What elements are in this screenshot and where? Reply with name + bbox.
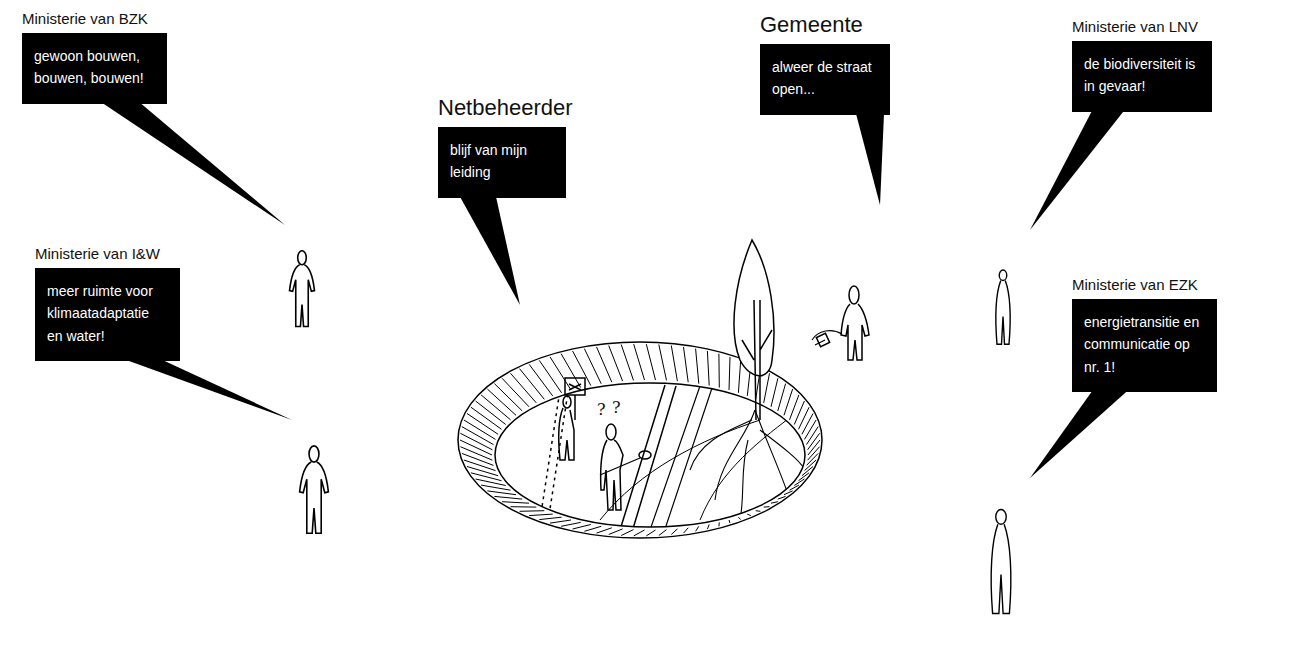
bubble-tail xyxy=(856,114,884,205)
actor-name: Ministerie van EZK xyxy=(1072,276,1257,293)
speech-bubble: Netbeheerder blijf van mijn leiding xyxy=(438,95,606,198)
actor-name: Netbeheerder xyxy=(438,95,606,121)
question-mark: ? xyxy=(612,398,621,417)
actor-name: Ministerie van LNV xyxy=(1072,18,1252,35)
speech-text: meer ruimte voor klimaatadaptatie en wat… xyxy=(35,268,180,361)
stick-figure xyxy=(991,510,1011,614)
bubble-tail xyxy=(1030,111,1124,230)
speech-bubble: Gemeente alweer de straat open... xyxy=(760,12,930,115)
actor-name: Ministerie van BZK xyxy=(22,10,207,27)
speech-bubble-tails xyxy=(102,103,1127,478)
bubble-tail xyxy=(1030,391,1127,478)
actor-name: Ministerie van I&W xyxy=(35,245,220,262)
stick-figure xyxy=(290,251,315,327)
speech-bubble: Ministerie van I&W meer ruimte voor klima… xyxy=(35,245,220,361)
stick-figure xyxy=(300,446,329,533)
speech-bubble: Ministerie van EZK energietransitie en co… xyxy=(1072,276,1257,392)
bubble-tail xyxy=(102,103,285,225)
speech-text: alweer de straat open... xyxy=(760,44,890,115)
speech-bubble: Ministerie van BZK gewoon bouwen, bouwen,… xyxy=(22,10,207,104)
speech-bubble: Ministerie van LNV de biodiversiteit is i… xyxy=(1072,18,1252,112)
excavation-pit xyxy=(458,240,869,538)
bubble-tail xyxy=(127,360,292,420)
actor-name: Gemeente xyxy=(760,12,930,38)
speech-text: energietransitie en communicatie op nr. … xyxy=(1072,299,1217,392)
question-mark: ? xyxy=(597,400,606,419)
speech-text: gewoon bouwen, bouwen, bouwen! xyxy=(22,33,167,104)
speech-text: de biodiversiteit is in gevaar! xyxy=(1072,41,1212,112)
stick-figure xyxy=(996,270,1010,344)
speech-text: blijf van mijn leiding xyxy=(438,127,566,198)
bubble-tail xyxy=(460,197,520,305)
